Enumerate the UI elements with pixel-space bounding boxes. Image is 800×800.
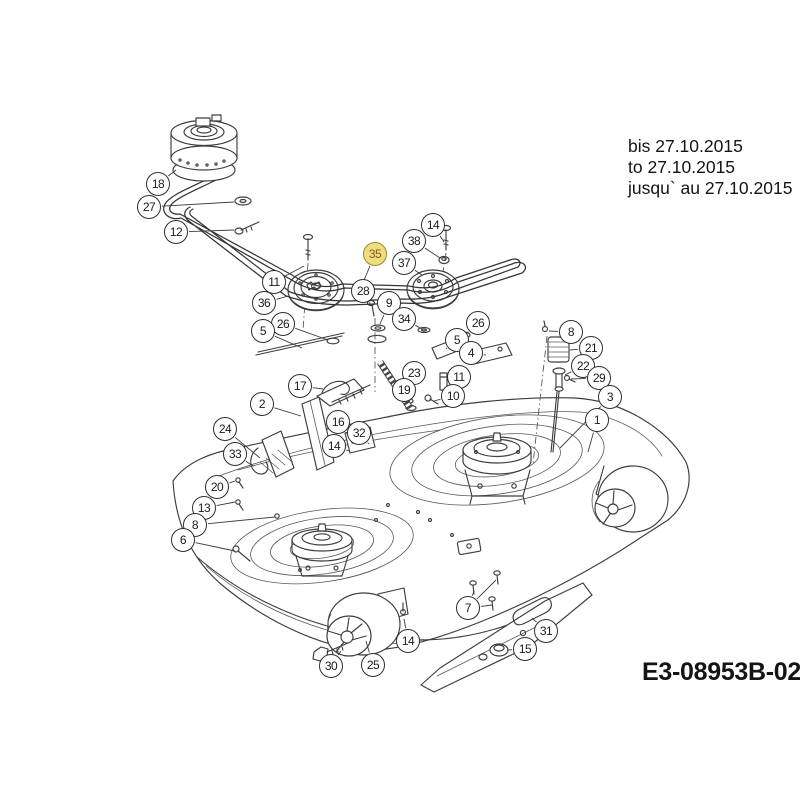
callout-37[interactable]: 37 (392, 251, 416, 275)
callout-26[interactable]: 26 (271, 312, 295, 336)
callout-2[interactable]: 2 (250, 392, 274, 416)
validity-line: jusqu` au 27.10.2015 (628, 178, 793, 198)
callout-16[interactable]: 16 (326, 410, 350, 434)
blade-bolts (469, 570, 501, 611)
callout-5[interactable]: 5 (445, 328, 469, 352)
callout-8[interactable]: 8 (559, 320, 583, 344)
caster-wheel-right (591, 465, 669, 533)
spindle-center (462, 432, 532, 505)
callout-33[interactable]: 33 (223, 442, 247, 466)
callout-3[interactable]: 3 (598, 385, 622, 409)
callout-15[interactable]: 15 (513, 637, 537, 661)
validity-note: bis 27.10.2015 to 27.10.2015 jusqu` au 2… (628, 136, 792, 199)
blade (420, 582, 593, 693)
callout-8[interactable]: 8 (183, 513, 207, 537)
callout-35[interactable]: 35 (363, 242, 387, 266)
callout-4[interactable]: 4 (459, 341, 483, 365)
callout-29[interactable]: 29 (587, 366, 611, 390)
callout-27[interactable]: 27 (137, 195, 161, 219)
callout-13[interactable]: 13 (192, 496, 216, 520)
caster-wheel-front (326, 587, 409, 657)
callout-30[interactable]: 30 (319, 654, 343, 678)
callout-19[interactable]: 19 (392, 378, 416, 402)
callout-25[interactable]: 25 (361, 653, 385, 677)
callout-10[interactable]: 10 (441, 384, 465, 408)
validity-line: bis 27.10.2015 (628, 136, 743, 156)
leader-lines (161, 169, 602, 656)
callout-1[interactable]: 1 (585, 408, 609, 432)
clutch-assembly (170, 114, 238, 182)
callout-6[interactable]: 6 (171, 528, 195, 552)
callout-12[interactable]: 12 (164, 220, 188, 244)
drive-belt (163, 176, 526, 306)
callout-28[interactable]: 28 (351, 279, 375, 303)
callout-34[interactable]: 34 (392, 307, 416, 331)
callout-38[interactable]: 38 (402, 229, 426, 253)
callout-20[interactable]: 20 (205, 475, 229, 499)
callout-24[interactable]: 24 (213, 417, 237, 441)
callout-14[interactable]: 14 (421, 213, 445, 237)
callout-11[interactable]: 11 (262, 270, 286, 294)
callout-5[interactable]: 5 (251, 319, 275, 343)
callout-32[interactable]: 32 (347, 421, 371, 445)
callout-17[interactable]: 17 (288, 374, 312, 398)
part-number: E3-08953B-02 (642, 658, 800, 686)
callout-31[interactable]: 31 (534, 619, 558, 643)
callout-7[interactable]: 7 (456, 596, 480, 620)
validity-line: to 27.10.2015 (628, 157, 736, 177)
callout-26[interactable]: 26 (466, 311, 490, 335)
callout-36[interactable]: 36 (252, 291, 276, 315)
callout-18[interactable]: 18 (146, 172, 170, 196)
spindle-left (291, 523, 353, 577)
callout-14[interactable]: 14 (322, 434, 346, 458)
callout-14[interactable]: 14 (396, 629, 420, 653)
